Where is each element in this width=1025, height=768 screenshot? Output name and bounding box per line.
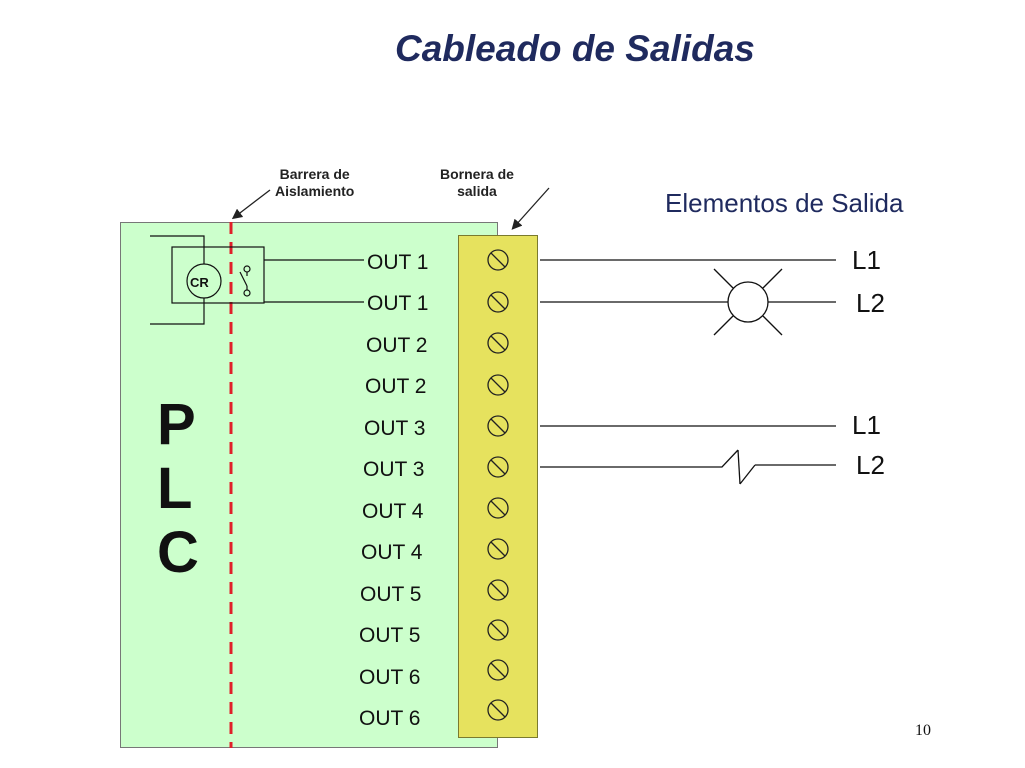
terminal-label: OUT 1 bbox=[367, 292, 429, 315]
circuit-2-wiring bbox=[540, 425, 836, 485]
terminal-label: OUT 6 bbox=[359, 707, 421, 730]
circuit-2-l2-label: L2 bbox=[856, 450, 885, 480]
terminal-screw-icon bbox=[487, 497, 509, 519]
terminal-label: OUT 4 bbox=[361, 541, 423, 564]
output-elements-title: Elementos de Salida bbox=[665, 188, 904, 218]
terminal-label: OUT 4 bbox=[362, 500, 424, 523]
terminal-label: OUT 3 bbox=[364, 417, 426, 440]
relay-contact-icon bbox=[239, 265, 251, 297]
terminal-screw-icon bbox=[487, 456, 509, 478]
relay-coil-label: CR bbox=[190, 275, 209, 290]
terminal-label: OUT 6 bbox=[359, 666, 421, 689]
terminal-label: OUT 5 bbox=[359, 624, 421, 647]
terminal-screws bbox=[487, 249, 509, 721]
output-terminal-label: Bornera de salida bbox=[440, 166, 514, 199]
terminal-screw-icon bbox=[487, 579, 509, 601]
terminal-screw-icon bbox=[487, 249, 509, 271]
circuit-1-l1-label: L1 bbox=[852, 245, 881, 275]
circuit-1-l2-label: L2 bbox=[856, 288, 885, 318]
plc-letter-l: L bbox=[157, 456, 193, 521]
output-terminal-strip bbox=[458, 235, 538, 738]
terminal-screw-icon bbox=[487, 619, 509, 641]
terminal-label: OUT 3 bbox=[363, 458, 425, 481]
plc-letter-c: C bbox=[157, 520, 199, 585]
terminal-label: OUT 2 bbox=[365, 375, 427, 398]
isolation-barrier-label: Barrera de Aislamiento bbox=[275, 166, 355, 199]
output-relay bbox=[150, 235, 364, 325]
terminal-label: OUT 1 bbox=[367, 251, 429, 274]
terminal-label: OUT 2 bbox=[366, 334, 428, 357]
terminal-screw-icon bbox=[487, 332, 509, 354]
output-terminal-arrow bbox=[511, 187, 550, 230]
terminal-screw-icon bbox=[487, 374, 509, 396]
plc-module bbox=[120, 222, 498, 748]
isolation-barrier-arrow bbox=[231, 189, 271, 220]
output-terminal-callout: Bornera de salida bbox=[440, 166, 514, 200]
circuit-1-wiring bbox=[540, 259, 836, 336]
page-number: 10 bbox=[915, 722, 931, 739]
terminal-label: OUT 5 bbox=[360, 583, 422, 606]
terminal-screw-icon bbox=[487, 291, 509, 313]
switch-contact-icon bbox=[737, 449, 756, 485]
terminal-screw-icon bbox=[487, 415, 509, 437]
circuit-2-l1-label: L1 bbox=[852, 410, 881, 440]
plc-letter-p: P bbox=[157, 392, 196, 457]
isolation-barrier-callout: Barrera de Aislamiento bbox=[275, 166, 354, 200]
terminal-screw-icon bbox=[487, 699, 509, 721]
terminal-screw-icon bbox=[487, 538, 509, 560]
terminal-screw-icon bbox=[487, 659, 509, 681]
relay-coil-icon bbox=[186, 263, 222, 299]
slide-title: Cableado de Salidas bbox=[395, 28, 755, 69]
lamp-icon bbox=[713, 268, 783, 336]
